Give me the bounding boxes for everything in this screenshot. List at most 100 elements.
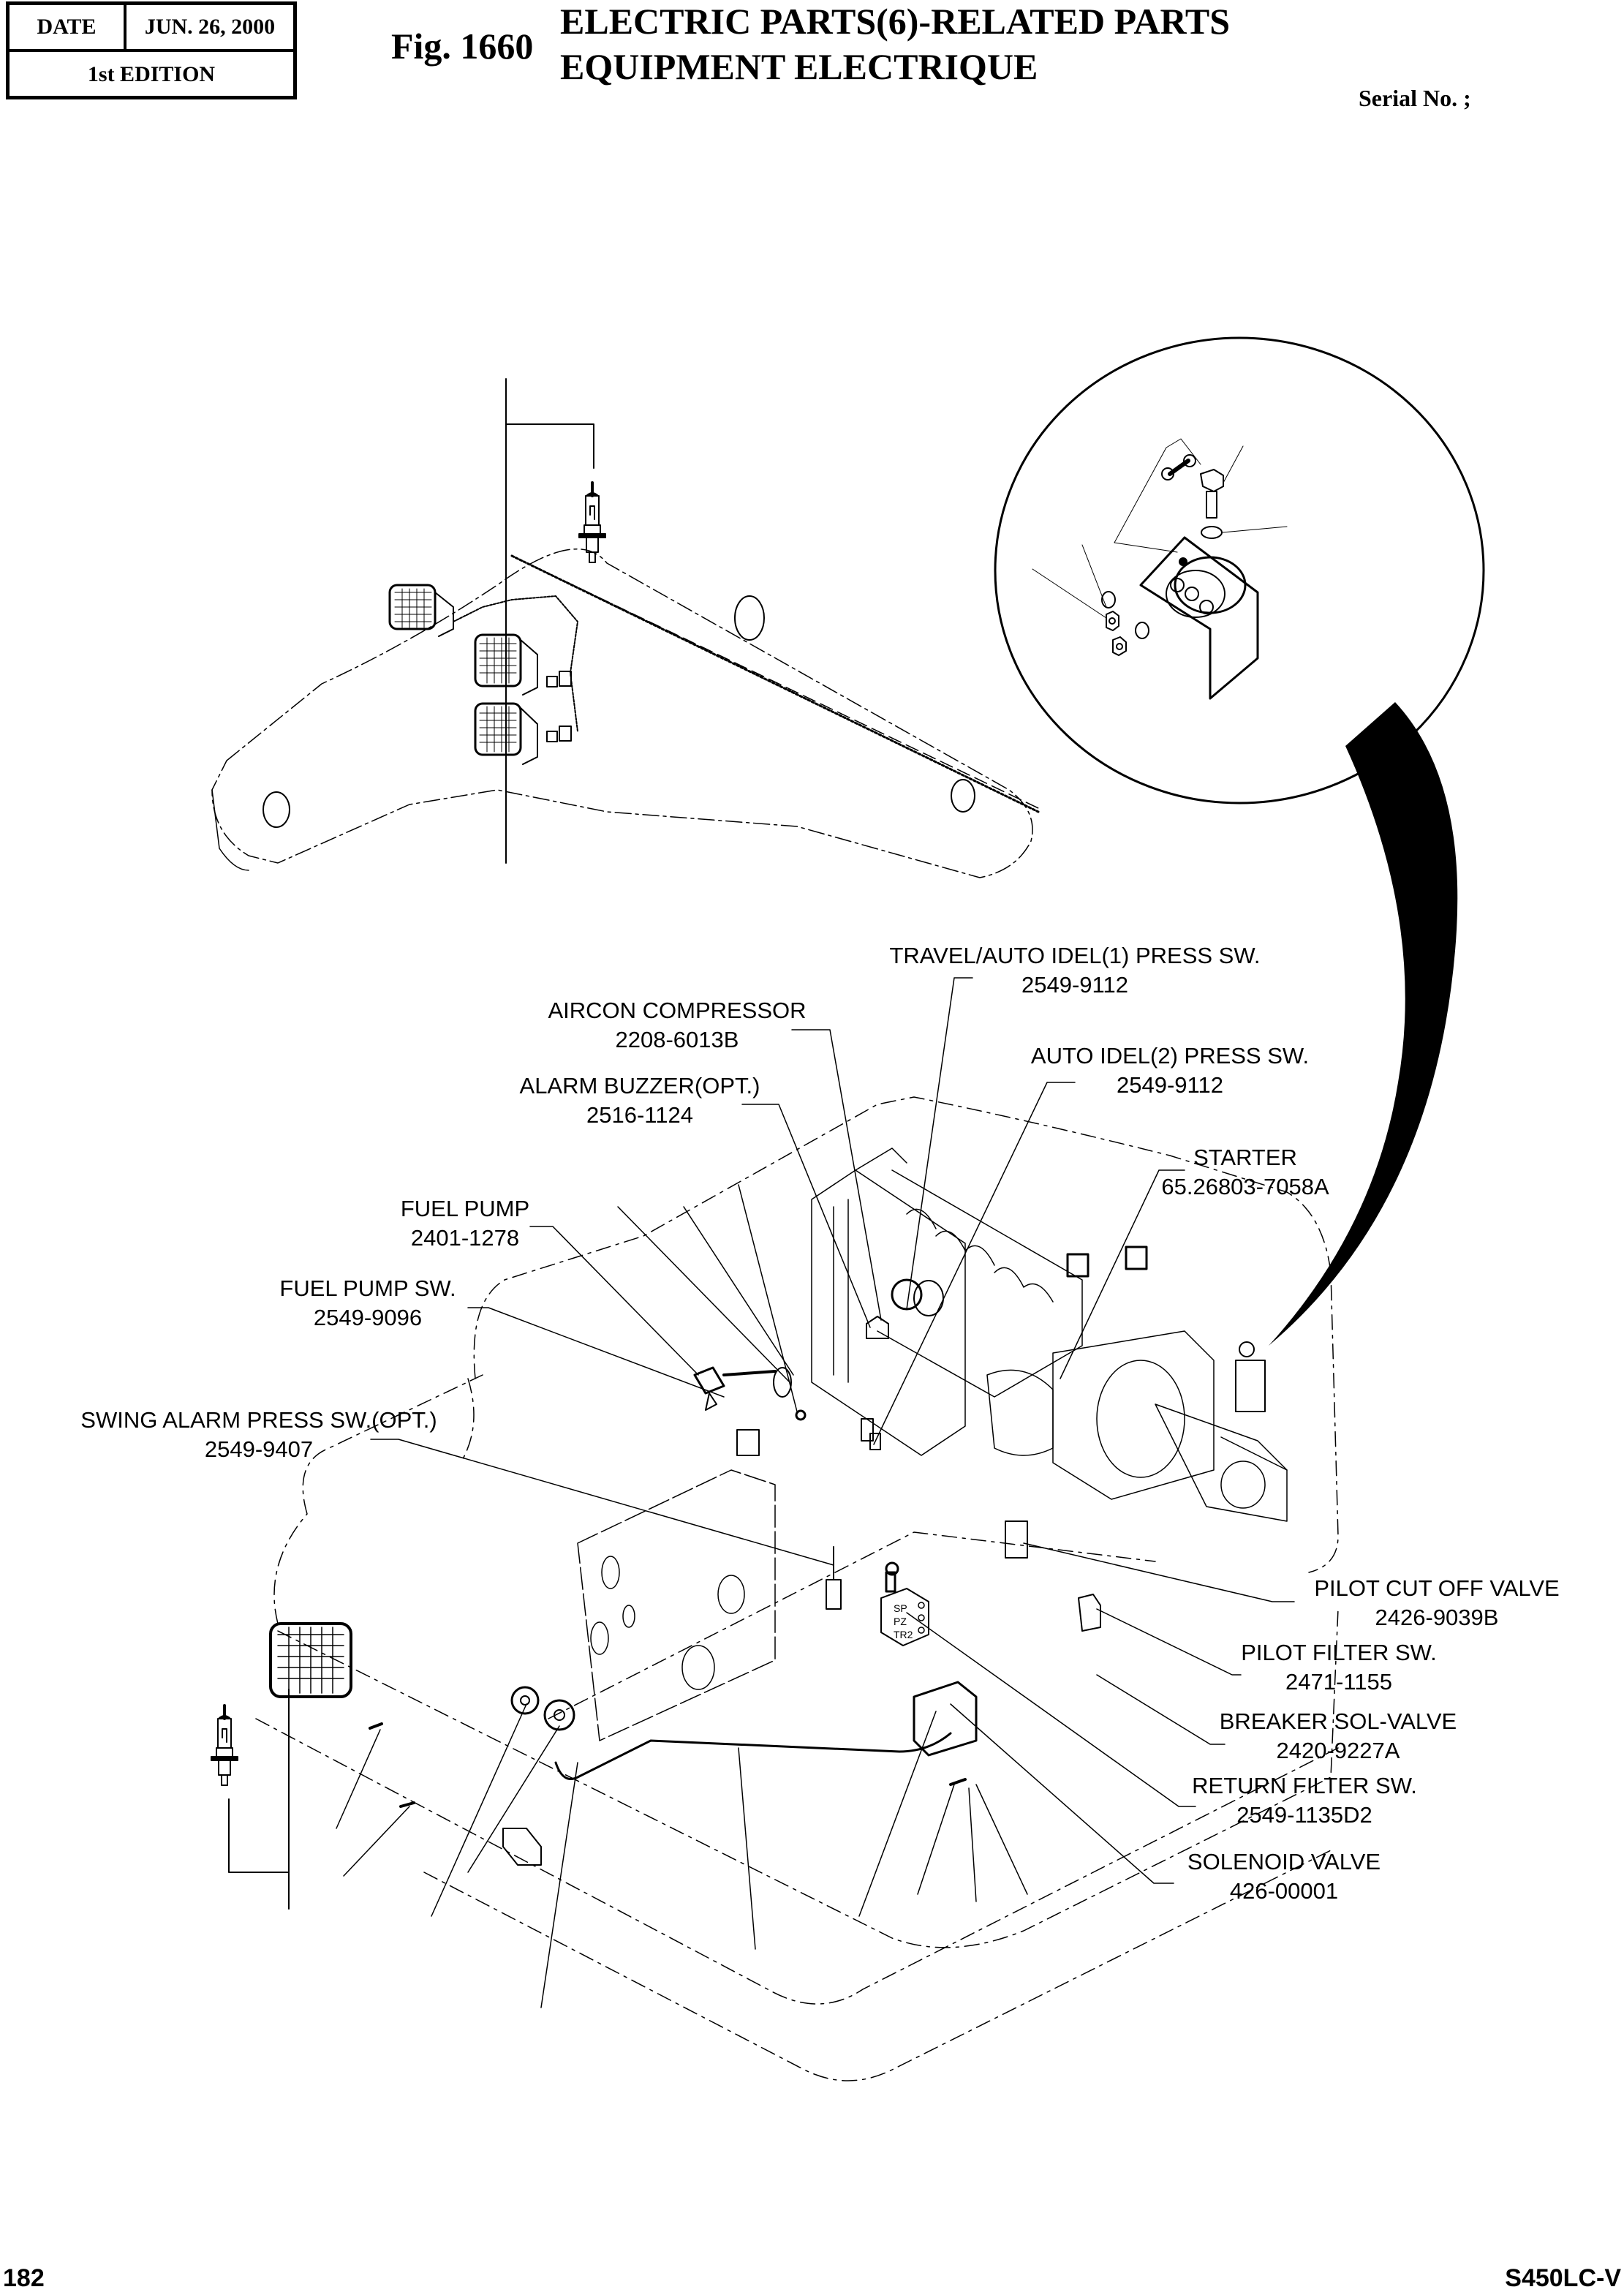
- leader-fuel-pump: [529, 1226, 699, 1376]
- boom-assembly: [211, 378, 1040, 878]
- horn-icon: [543, 1699, 575, 1731]
- callout-leaders: [336, 977, 1295, 2008]
- leader-pilot-cut-off: [1023, 1542, 1295, 1602]
- alarm-buzzer-icon: [866, 1316, 889, 1339]
- leader-starter: [1060, 1169, 1185, 1379]
- starter-body: [1174, 556, 1247, 614]
- callout-part-number: 2208-6013B: [615, 1027, 739, 1052]
- detail-circle-outline: [994, 336, 1485, 804]
- callout-part-name: AIRCON COMPRESSOR: [548, 998, 807, 1023]
- bolt-icon: [369, 1722, 383, 1730]
- serial-number-label: Serial No. ;: [1359, 85, 1471, 111]
- edition-label: 1st EDITION: [87, 62, 216, 86]
- leader-swing-alarm: [370, 1439, 834, 1566]
- fuel-filter-icon: [736, 1429, 760, 1456]
- date-value: JUN. 26, 2000: [144, 15, 276, 39]
- callout-fuel-pump-sw: FUEL PUMP SW. 2549-9096: [279, 1274, 456, 1333]
- callout-part-name: RETURN FILTER SW.: [1192, 1773, 1417, 1798]
- leader-aircon-compressor: [791, 1029, 882, 1321]
- callout-part-number: 2549-9407: [204, 1436, 314, 1462]
- date-edition-box: DATE JUN. 26, 2000 1st EDITION: [6, 1, 297, 99]
- callout-part-number: 426-00001: [1229, 1878, 1339, 1904]
- fuel-pump-switch-icon: [693, 1366, 725, 1395]
- boom-harness: [510, 554, 1040, 813]
- callout-breaker-sol-valve: BREAKER SOL-VALVE 2420-9227A: [1220, 1707, 1457, 1765]
- date-row: DATE JUN. 26, 2000: [10, 5, 293, 52]
- leader-pilot-filter: [1096, 1608, 1242, 1676]
- callout-pilot-cut-off-valve: PILOT CUT OFF VALVE 2426-9039B: [1314, 1574, 1559, 1632]
- hydraulic-pump: [1155, 1403, 1288, 1522]
- work-lamp-upper: [388, 584, 454, 637]
- detail-pointer-arc: [1269, 702, 1458, 1346]
- nut-icon: [1112, 636, 1127, 656]
- halogen-bulb-icon-upper: [578, 481, 606, 563]
- callout-part-name: SWING ALARM PRESS SW.(OPT.): [80, 1407, 437, 1433]
- rear-bulb-leader-line: [228, 1689, 290, 1910]
- engine-block: [877, 1169, 1083, 1398]
- page-title-english: ELECTRIC PARTS(6)-RELATED PARTS: [560, 1, 1231, 42]
- leader-fuel-pump-sw: [467, 1307, 725, 1398]
- leader-solenoid-valve: [950, 1703, 1174, 1884]
- lamp-harness: [453, 595, 578, 732]
- callout-part-number: 2420-9227A: [1276, 1738, 1400, 1763]
- callout-part-name: PILOT CUT OFF VALVE: [1314, 1575, 1560, 1601]
- tool-tray: [502, 1828, 542, 1866]
- callout-alarm-buzzer: ALARM BUZZER(OPT.) 2516-1124: [520, 1071, 760, 1130]
- callout-swing-alarm-press-sw: SWING ALARM PRESS SW.(OPT.) 2549-9407: [80, 1406, 437, 1464]
- callout-auto-idel-2-press-sw: AUTO IDEL(2) PRESS SW. 2549-9112: [1031, 1041, 1309, 1100]
- figure-number: Fig. 1660: [391, 26, 534, 67]
- starter-bracket: [1139, 536, 1259, 700]
- starter-motor: [986, 1369, 1054, 1456]
- callout-part-number: 2516-1124: [586, 1102, 693, 1128]
- date-label: DATE: [10, 5, 126, 49]
- washer-icon: [1101, 591, 1116, 608]
- boom-hole: [734, 595, 765, 641]
- pilot-filter-switch-icon: [1078, 1594, 1101, 1632]
- callout-part-number: 2549-9096: [313, 1305, 423, 1330]
- flywheel-housing: [1052, 1330, 1215, 1500]
- fuse-terminal-block: [1235, 1360, 1266, 1412]
- callout-starter: STARTER 65.26803-7058A: [1161, 1143, 1329, 1202]
- press-switch-icon: [861, 1418, 874, 1442]
- bolt-icon: [949, 1778, 967, 1786]
- callout-part-number: 2549-9112: [1021, 972, 1128, 998]
- fuel-pump-icon: [773, 1367, 792, 1398]
- leader-auto-idel-2: [873, 1082, 1076, 1445]
- boom-end: [211, 789, 249, 871]
- boom-pin-left: [263, 791, 290, 828]
- nut-icon: [1106, 611, 1119, 631]
- model-number: S450LC-V: [1505, 2264, 1621, 2292]
- callout-part-name: TRAVEL/AUTO IDEL(1) PRESS SW.: [889, 943, 1261, 968]
- boom-top-edge: [511, 555, 1039, 809]
- page-title-french: EQUIPMENT ELECTRIQUE: [560, 46, 1038, 87]
- callout-part-name: FUEL PUMP SW.: [279, 1275, 456, 1301]
- callout-solenoid-valve: SOLENOID VALVE 426-00001: [1187, 1847, 1381, 1906]
- callout-part-name: STARTER: [1193, 1145, 1297, 1170]
- starter-detail-circle: [994, 336, 1485, 1346]
- leader-return-filter: [906, 1612, 1196, 1807]
- aircon-compressor-icon: [891, 1278, 923, 1311]
- callout-travel-auto-idel-1-press-sw: TRAVEL/AUTO IDEL(1) PRESS SW. 2549-9112: [889, 941, 1260, 1000]
- page-number: 182: [3, 2264, 45, 2292]
- block-tag-tr2: TR2: [894, 1629, 913, 1640]
- return-filter-switch-icon: [885, 1571, 896, 1593]
- work-lamp-middle: [474, 633, 572, 696]
- washer-icon: [1135, 622, 1149, 639]
- callout-part-number: 2426-9039B: [1375, 1605, 1499, 1630]
- floor-harness: [554, 1732, 952, 1780]
- callout-part-number: 2549-1135D2: [1236, 1802, 1372, 1828]
- boom-pin-right: [951, 779, 975, 813]
- block-tag-sp: SP: [894, 1602, 907, 1614]
- bolt-icon: [399, 1801, 415, 1808]
- callout-part-name: ALARM BUZZER(OPT.): [519, 1073, 760, 1098]
- leader-alarm-buzzer: [741, 1104, 871, 1328]
- leader-travel-auto-idel-1: [906, 977, 973, 1310]
- upper-structure: [255, 1096, 1339, 2081]
- callout-return-filter-sw: RETURN FILTER SW. 2549-1135D2: [1192, 1771, 1417, 1830]
- callout-part-number: 65.26803-7058A: [1161, 1174, 1329, 1199]
- leader-breaker-sol: [1096, 1674, 1225, 1745]
- callout-aircon-compressor: AIRCON COMPRESSOR 2208-6013B: [548, 996, 806, 1055]
- callout-part-name: PILOT FILTER SW.: [1241, 1640, 1437, 1665]
- callout-fuel-pump: FUEL PUMP 2401-1278: [401, 1194, 529, 1253]
